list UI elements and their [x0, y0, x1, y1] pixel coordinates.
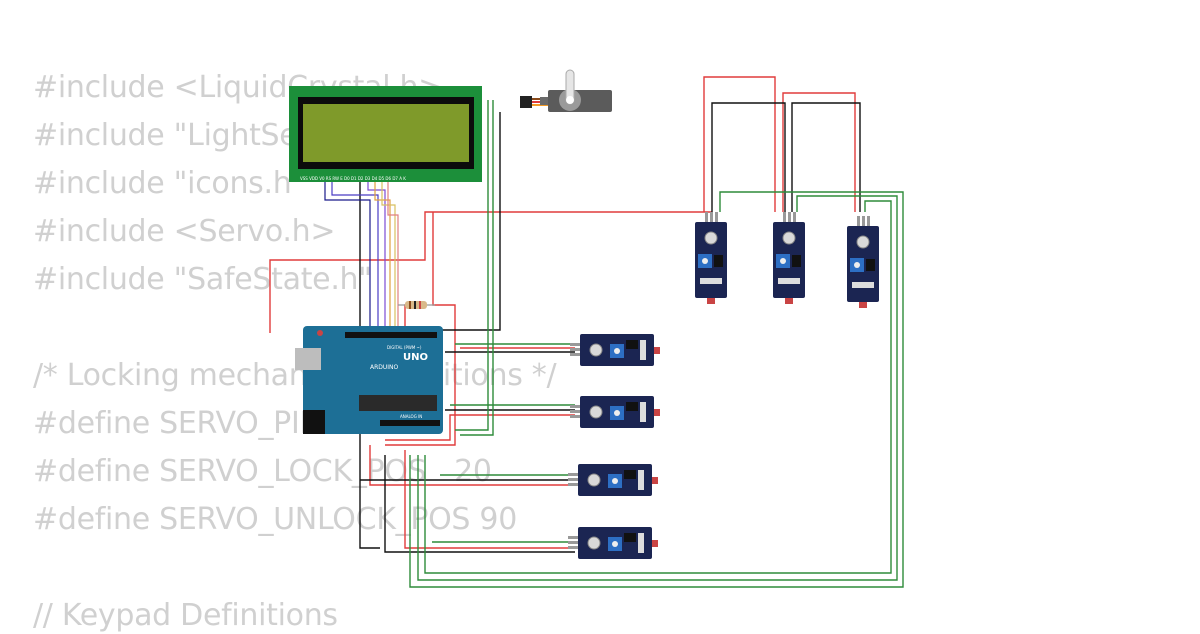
lcd-display[interactable]: VSS VDD V0 RS RW E D0 D1 D2 D3 D4 D5 D6 …: [289, 86, 482, 182]
lcd-wires: [324, 182, 399, 330]
light-sensor-top-2[interactable]: [772, 211, 806, 305]
light-sensor-right-4[interactable]: [567, 526, 659, 560]
lcd-pin-labels: VSS VDD V0 RS RW E D0 D1 D2 D3 D4 D5 D6 …: [300, 176, 406, 181]
light-sensor-right-2[interactable]: [569, 395, 661, 429]
green-wires: [409, 100, 904, 588]
red-wires: [269, 76, 856, 549]
code-line: #define SERVO_PIN 6: [33, 406, 350, 441]
light-sensor-top-3[interactable]: [846, 215, 880, 309]
code-line: #define SERVO_LOCK_POS 20: [33, 454, 492, 489]
light-sensor-right-3[interactable]: [567, 463, 659, 497]
digital-header-label: DIGITAL (PWM ~): [387, 345, 422, 350]
code-line: #include "SafeState.h": [33, 262, 372, 297]
arduino-uno-board[interactable]: UNO ARDUINO DIGITAL (PWM ~) ANALOG IN: [295, 326, 443, 434]
board-model-label: UNO: [403, 352, 428, 363]
analog-header-label: ANALOG IN: [400, 414, 422, 419]
code-line: // Keypad Definitions: [33, 598, 338, 633]
board-brand-label: ARDUINO: [370, 364, 399, 371]
code-line: #include <Servo.h>: [33, 214, 336, 249]
servo-motor[interactable]: [520, 69, 612, 112]
resistor[interactable]: [398, 301, 435, 309]
light-sensor-top-1[interactable]: [694, 211, 728, 305]
light-sensor-right-1[interactable]: [569, 333, 661, 367]
code-line: #include "icons.h": [33, 166, 305, 201]
